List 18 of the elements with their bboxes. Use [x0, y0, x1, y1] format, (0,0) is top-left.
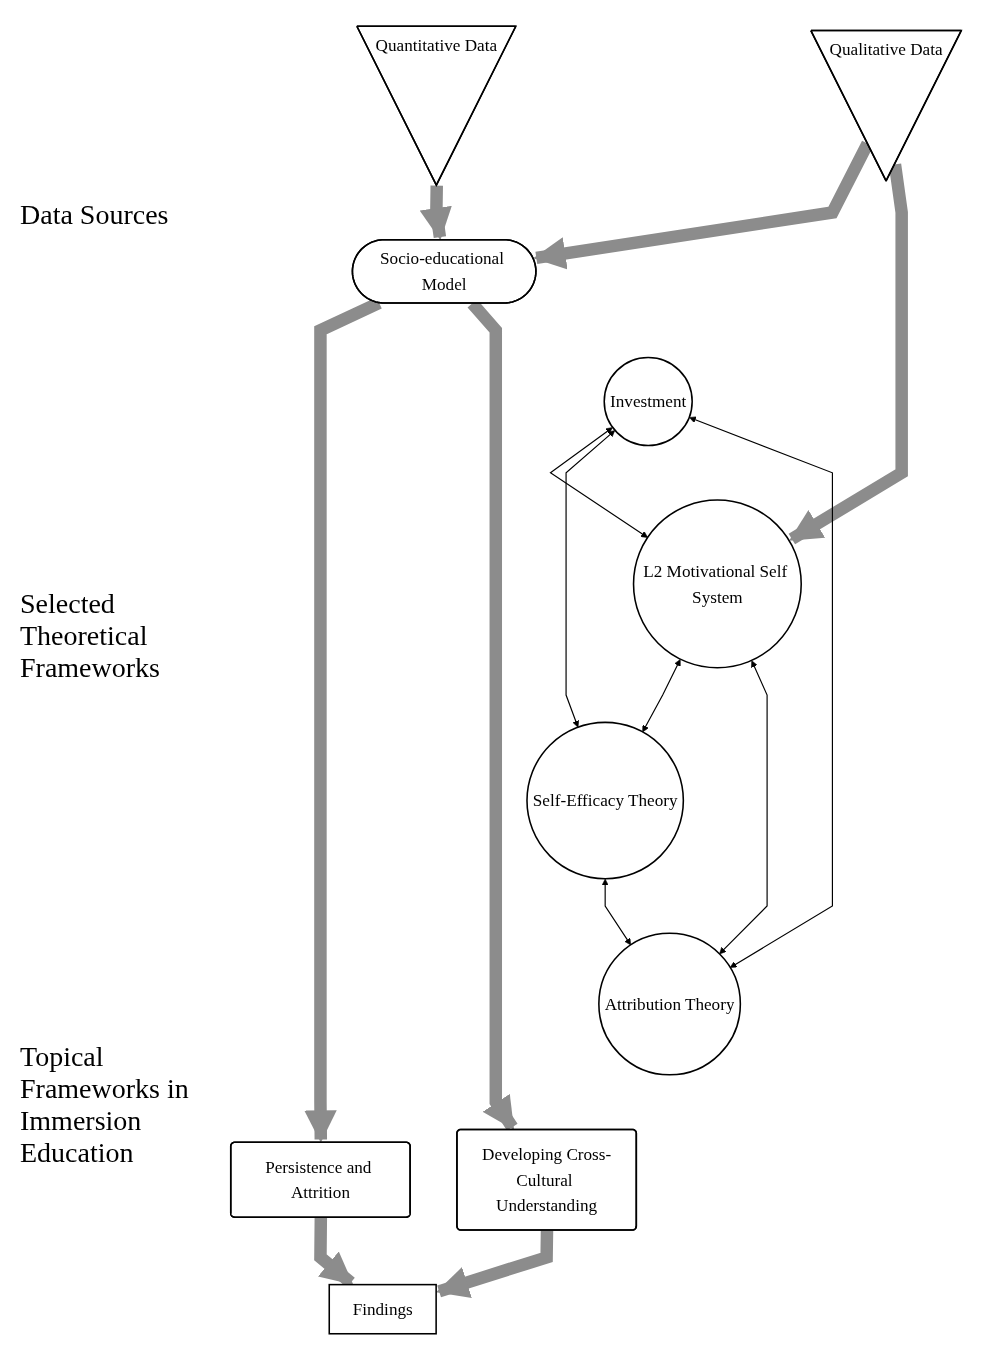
arrow	[719, 660, 768, 955]
section-label: Selected Theoretical Frameworks	[20, 587, 161, 685]
arrow	[788, 163, 908, 545]
arrow	[549, 427, 648, 538]
arrow	[642, 659, 681, 733]
section-label: Data Sources	[20, 197, 170, 232]
node-circle: Self-Efficacy Theory	[526, 721, 685, 880]
section-label: Topical Frameworks in Immersion Education	[20, 1040, 190, 1171]
arrow	[419, 185, 452, 241]
node-box: Findings	[328, 1283, 437, 1335]
arrow	[689, 416, 833, 968]
arrow	[601, 878, 632, 946]
node-circle: L2 Motivational Self System	[632, 499, 802, 669]
node-circle: Investment	[603, 356, 693, 447]
arrow	[436, 1230, 554, 1298]
arrow	[304, 297, 382, 1143]
node-circle: Attribution Theory	[598, 932, 742, 1076]
arrow	[565, 430, 616, 728]
